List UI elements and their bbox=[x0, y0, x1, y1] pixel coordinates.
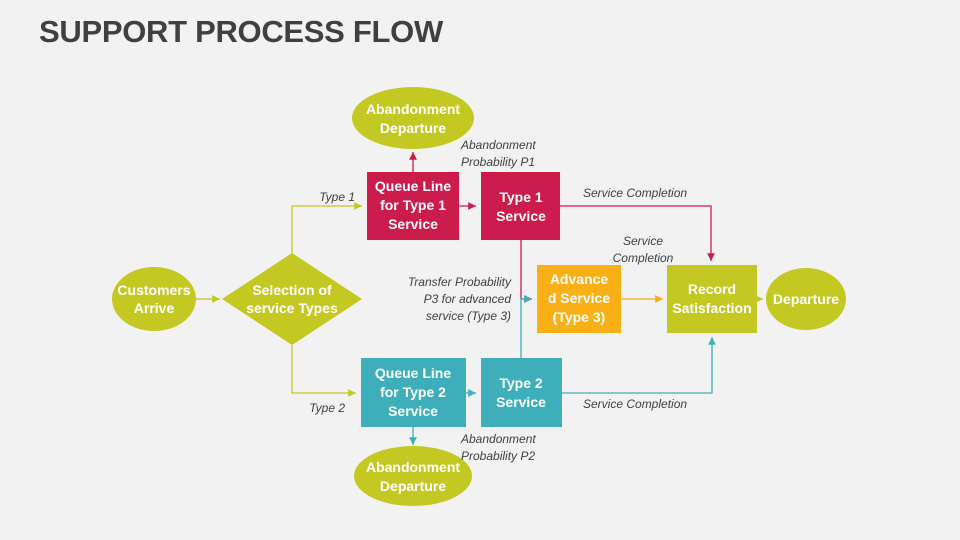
text-line: Satisfaction bbox=[672, 300, 751, 316]
text-line: for Type 2 bbox=[380, 384, 446, 400]
connectors bbox=[196, 152, 763, 445]
text-line: Service bbox=[388, 216, 438, 232]
node-label: Queue Line for Type 2 Service bbox=[375, 365, 451, 419]
text-line: Probability P1 bbox=[461, 155, 535, 169]
text-line: Type 2 bbox=[309, 401, 345, 415]
node-type2-service[interactable]: Type 2 Service bbox=[481, 358, 562, 427]
text-line: Selection of bbox=[252, 282, 332, 298]
node-selection-decision[interactable]: Selection of service Types bbox=[222, 253, 362, 345]
arrow-selection-to-queue2 bbox=[291, 345, 356, 397]
text-line: Arrive bbox=[134, 300, 175, 316]
text-line: Record bbox=[688, 281, 736, 297]
text-line: Type 2 bbox=[499, 375, 543, 391]
text-line: Abandonment bbox=[460, 138, 536, 152]
node-type1-service[interactable]: Type 1 Service bbox=[481, 172, 560, 240]
text-line: Departure bbox=[380, 120, 446, 136]
text-line: Type 1 bbox=[319, 190, 355, 204]
text-line: P3 for advanced bbox=[424, 292, 512, 306]
text-line: Service bbox=[623, 234, 663, 248]
arrow-selection-to-queue1 bbox=[291, 202, 362, 253]
edge-label-type2: Type 2 bbox=[309, 401, 345, 415]
text-line: Transfer Probability bbox=[408, 275, 512, 289]
node-label: Advance d Service (Type 3) bbox=[548, 271, 610, 325]
text-line: Service Completion bbox=[583, 186, 687, 200]
text-line: Completion bbox=[613, 251, 674, 265]
node-queue-type2[interactable]: Queue Line for Type 2 Service bbox=[361, 358, 466, 427]
text-line: Abandonment bbox=[366, 459, 460, 475]
text-line: Abandonment bbox=[366, 101, 460, 117]
edge-label-service-completion-type1: Service Completion bbox=[583, 186, 687, 200]
node-label: Type 2 Service bbox=[496, 375, 546, 410]
node-label: Queue Line for Type 1 Service bbox=[375, 178, 451, 232]
node-label: Selection of service Types bbox=[246, 282, 338, 316]
text-line: Abandonment bbox=[460, 432, 536, 446]
text-line: Departure bbox=[773, 291, 839, 307]
node-queue-type1[interactable]: Queue Line for Type 1 Service bbox=[367, 172, 459, 240]
text-line: Queue Line bbox=[375, 178, 451, 194]
text-line: Service bbox=[496, 394, 546, 410]
node-advanced-service[interactable]: Advance d Service (Type 3) bbox=[537, 265, 621, 333]
page-title: SUPPORT PROCESS FLOW bbox=[39, 14, 443, 49]
node-label: Type 1 Service bbox=[496, 189, 546, 224]
text-line: Service bbox=[388, 403, 438, 419]
arrow-type1-to-advanced bbox=[520, 240, 532, 303]
edge-label-type1: Type 1 bbox=[319, 190, 355, 204]
text-line: service Types bbox=[246, 300, 338, 316]
arrow-type1-to-record bbox=[560, 205, 715, 261]
text-line: Departure bbox=[380, 478, 446, 494]
edge-label-service-completion-type2: Service Completion bbox=[583, 397, 687, 411]
node-label: Departure bbox=[773, 291, 839, 307]
node-departure[interactable]: Departure bbox=[766, 268, 846, 330]
text-line: Probability P2 bbox=[461, 449, 535, 463]
text-line: Customers bbox=[117, 282, 190, 298]
text-line: Advance bbox=[550, 271, 609, 287]
text-line: for Type 1 bbox=[380, 197, 446, 213]
text-line: Type 1 bbox=[499, 189, 543, 205]
text-line: (Type 3) bbox=[553, 309, 606, 325]
arrow-type2-to-advanced bbox=[520, 295, 532, 358]
edge-label-transfer-p3: Transfer Probability P3 for advanced servi… bbox=[408, 275, 512, 323]
text-line: Service Completion bbox=[583, 397, 687, 411]
text-line: d Service bbox=[548, 290, 610, 306]
text-line: service (Type 3) bbox=[426, 309, 511, 323]
text-line: Queue Line bbox=[375, 365, 451, 381]
arrow-type2-to-record bbox=[562, 337, 716, 394]
text-line: Service bbox=[496, 208, 546, 224]
